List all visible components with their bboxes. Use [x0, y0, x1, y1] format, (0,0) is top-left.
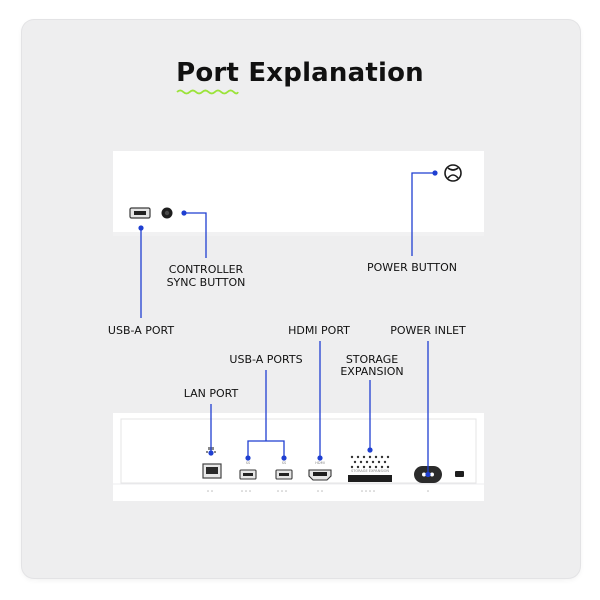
usb-a-ports-dot-2 — [281, 455, 287, 461]
front-usb-a-slot — [134, 211, 146, 215]
power-button-line — [411, 172, 435, 256]
storage-expansion-label-2: EXPANSION — [340, 365, 403, 378]
storage-expansion-vents — [350, 455, 390, 469]
title-word-explanation: Explanation — [248, 58, 424, 88]
controller-sync-label-2: SYNC BUTTON — [167, 276, 246, 289]
console-back-body — [113, 413, 484, 501]
usb-a-ports-label: USB-A PORTS — [229, 353, 302, 366]
console-back: SS SS HDMI STORAGE EXPANSION — [113, 413, 484, 501]
hdmi-marking: HDMI — [315, 461, 324, 465]
storage-marking: STORAGE EXPANSION — [351, 469, 389, 473]
console-back-panel — [120, 418, 477, 484]
usb-a-ports-bracket — [247, 440, 285, 458]
lan-port-label: LAN PORT — [184, 387, 239, 400]
hdmi-port-label: HDMI PORT — [288, 324, 350, 337]
power-inlet-dot — [425, 471, 431, 478]
hdmi-port-dot — [317, 455, 323, 461]
storage-expansion-dot — [367, 447, 373, 453]
usb-a-port-label: USB-A PORT — [108, 324, 174, 337]
page-title: Port Explanation — [0, 58, 600, 95]
console-front — [113, 151, 484, 236]
xbox-logo-icon — [444, 164, 462, 182]
back-callouts — [208, 341, 431, 478]
storage-expansion-slot — [348, 475, 392, 482]
lan-port-dot — [208, 450, 214, 456]
title-underline-squiggle — [176, 89, 239, 95]
usb-a-ports-dot-1 — [245, 455, 251, 461]
footer-indicator-dots — [207, 490, 429, 492]
power-inlet-label: POWER INLET — [390, 324, 466, 337]
lock-slot — [455, 471, 464, 477]
console-front-body — [113, 151, 484, 236]
sync-line — [184, 212, 207, 258]
usb-marking-2: SS — [282, 461, 287, 465]
power-button-label: POWER BUTTON — [367, 261, 457, 274]
usb-marking-1: SS — [246, 461, 251, 465]
console-front-bottom-edge — [113, 232, 484, 236]
storage-expansion-label-1: STORAGE — [346, 353, 398, 366]
controller-sync-label-1: CONTROLLER — [169, 263, 244, 276]
front-callouts — [138, 170, 438, 318]
title-word-port: Port — [176, 58, 239, 95]
